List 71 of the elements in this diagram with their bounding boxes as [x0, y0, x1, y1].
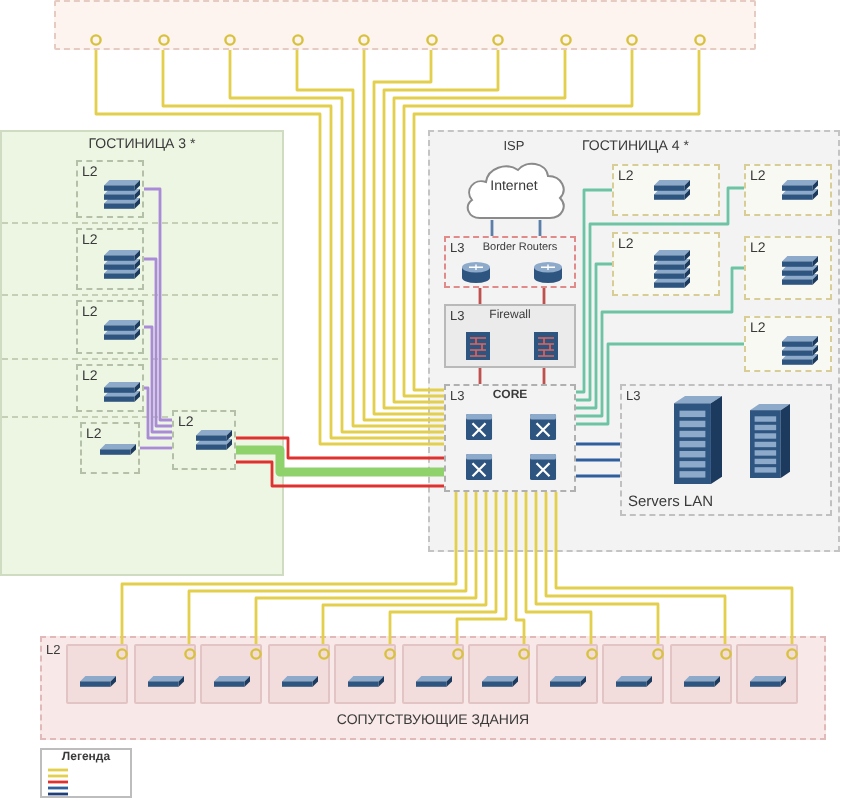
network-link [120, 492, 458, 644]
network-link [490, 220, 494, 236]
network-link [254, 492, 478, 644]
hotel-zone [428, 130, 840, 552]
network-link [236, 445, 444, 477]
building-box [401, 644, 463, 704]
network-link [412, 50, 701, 392]
building-box [602, 644, 664, 704]
network-link [94, 50, 444, 446]
network-link [455, 492, 508, 644]
network-link [554, 492, 794, 644]
switch-group-box [76, 300, 144, 354]
network-link [544, 492, 727, 644]
building-box [66, 644, 128, 704]
network-link [144, 386, 172, 440]
switch-group-box [76, 364, 144, 412]
network-link [236, 436, 444, 460]
building-box [535, 644, 597, 704]
network-link [576, 342, 744, 426]
network-link [576, 266, 744, 418]
network-link [388, 492, 498, 644]
switch-group-box [744, 316, 832, 372]
building-box [669, 644, 731, 704]
firewall-group-box [444, 304, 576, 368]
network-link [144, 257, 172, 428]
network-link [402, 50, 634, 398]
network-link [576, 458, 620, 462]
switch-group-box [612, 164, 720, 216]
network-link [534, 492, 660, 644]
network-link [392, 50, 567, 404]
network-link [228, 50, 444, 434]
network-link [538, 220, 542, 236]
network-link [576, 474, 620, 478]
network-link [161, 50, 444, 440]
building-box [200, 644, 262, 704]
network-link [140, 446, 172, 450]
switch-group-box [172, 410, 236, 470]
building-box [133, 644, 195, 704]
switch-group-box [76, 160, 144, 218]
network-link [576, 442, 620, 446]
switch-group-box [80, 422, 140, 474]
network-link [321, 492, 488, 644]
switch-group-box [744, 236, 832, 300]
network-link [576, 188, 612, 394]
network-link [576, 186, 744, 402]
network-link [514, 492, 526, 644]
switch-group-box [612, 232, 720, 296]
building-band [40, 636, 826, 740]
building-box [267, 644, 329, 704]
network-link [542, 288, 546, 304]
building-box [468, 644, 530, 704]
building-box [736, 644, 798, 704]
server-group-box [620, 384, 832, 516]
router-group-box [444, 236, 576, 288]
network-link [576, 262, 612, 410]
hotel-zone [0, 130, 284, 576]
network-link [144, 325, 172, 434]
building-band [54, 0, 756, 50]
network-link [524, 492, 593, 644]
switch-group-box [76, 228, 144, 290]
network-link [144, 187, 172, 422]
network-link [382, 50, 500, 410]
network-link [542, 368, 546, 384]
network-link [478, 288, 482, 304]
network-link [478, 368, 482, 384]
network-link [295, 50, 444, 428]
network-link [187, 492, 468, 644]
network-link [236, 460, 444, 488]
building-box [334, 644, 396, 704]
core-group-box [444, 384, 576, 492]
switch-group-box [744, 164, 832, 216]
